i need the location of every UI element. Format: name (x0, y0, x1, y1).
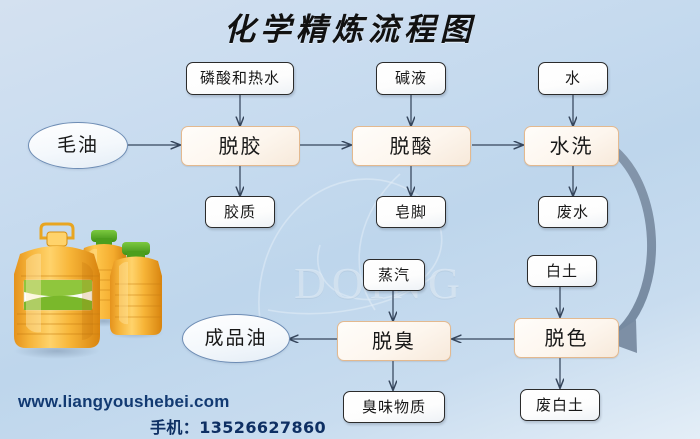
process-label: 脱酸 (389, 134, 434, 158)
process-label: 脱臭 (372, 329, 416, 353)
output-label: 废水 (556, 202, 589, 221)
process-label: 水洗 (549, 134, 594, 158)
process-box-degumming: 脱胶 (181, 126, 300, 166)
process-box-deodorization: 脱臭 (337, 321, 451, 361)
phone-text: 手机：13526627860 (150, 418, 327, 437)
input-label: 蒸汽 (377, 265, 410, 284)
process-box-water-washing: 水洗 (524, 126, 619, 166)
input-label: 水 (564, 69, 581, 87)
output-label: 皂脚 (394, 202, 427, 221)
output-box-wastewater: 废水 (538, 196, 608, 228)
input-label: 磷酸和热水 (199, 69, 280, 87)
input-box-water: 水 (538, 62, 608, 95)
output-label: 废白土 (535, 395, 584, 414)
oil-bottle-right (110, 242, 162, 335)
terminal-crude-oil: 毛油 (28, 122, 128, 169)
output-box-soapstock: 皂脚 (376, 196, 446, 228)
terminal-label: 成品油 (204, 328, 268, 349)
oil-bottle-front (14, 222, 100, 348)
output-box-spent-clay: 废白土 (520, 389, 600, 421)
website-text: www.liangyoushebei.com (18, 392, 230, 411)
output-box-odor-substances: 臭味物质 (343, 391, 445, 423)
process-label: 脱胶 (218, 134, 263, 158)
process-box-deacidification: 脱酸 (352, 126, 471, 166)
input-box-phosphoric-acid-hot-water: 磷酸和热水 (186, 62, 294, 95)
oil-bottles-image (12, 218, 172, 373)
input-label: 白土 (545, 261, 578, 280)
output-label: 臭味物质 (361, 397, 426, 416)
input-box-bleaching-clay: 白土 (527, 255, 597, 287)
terminal-finished-oil: 成品油 (182, 314, 290, 363)
input-box-alkali-solution: 碱液 (376, 62, 446, 95)
process-label: 脱色 (544, 326, 589, 350)
recycle-arrow (604, 145, 657, 353)
page-title: 化学精炼流程图 (224, 12, 476, 47)
input-label: 碱液 (394, 69, 427, 87)
process-box-decolorization: 脱色 (514, 318, 619, 358)
output-box-gum: 胶质 (205, 196, 275, 228)
output-label: 胶质 (223, 202, 256, 221)
input-box-steam: 蒸汽 (363, 259, 425, 291)
terminal-label: 毛油 (56, 135, 99, 156)
